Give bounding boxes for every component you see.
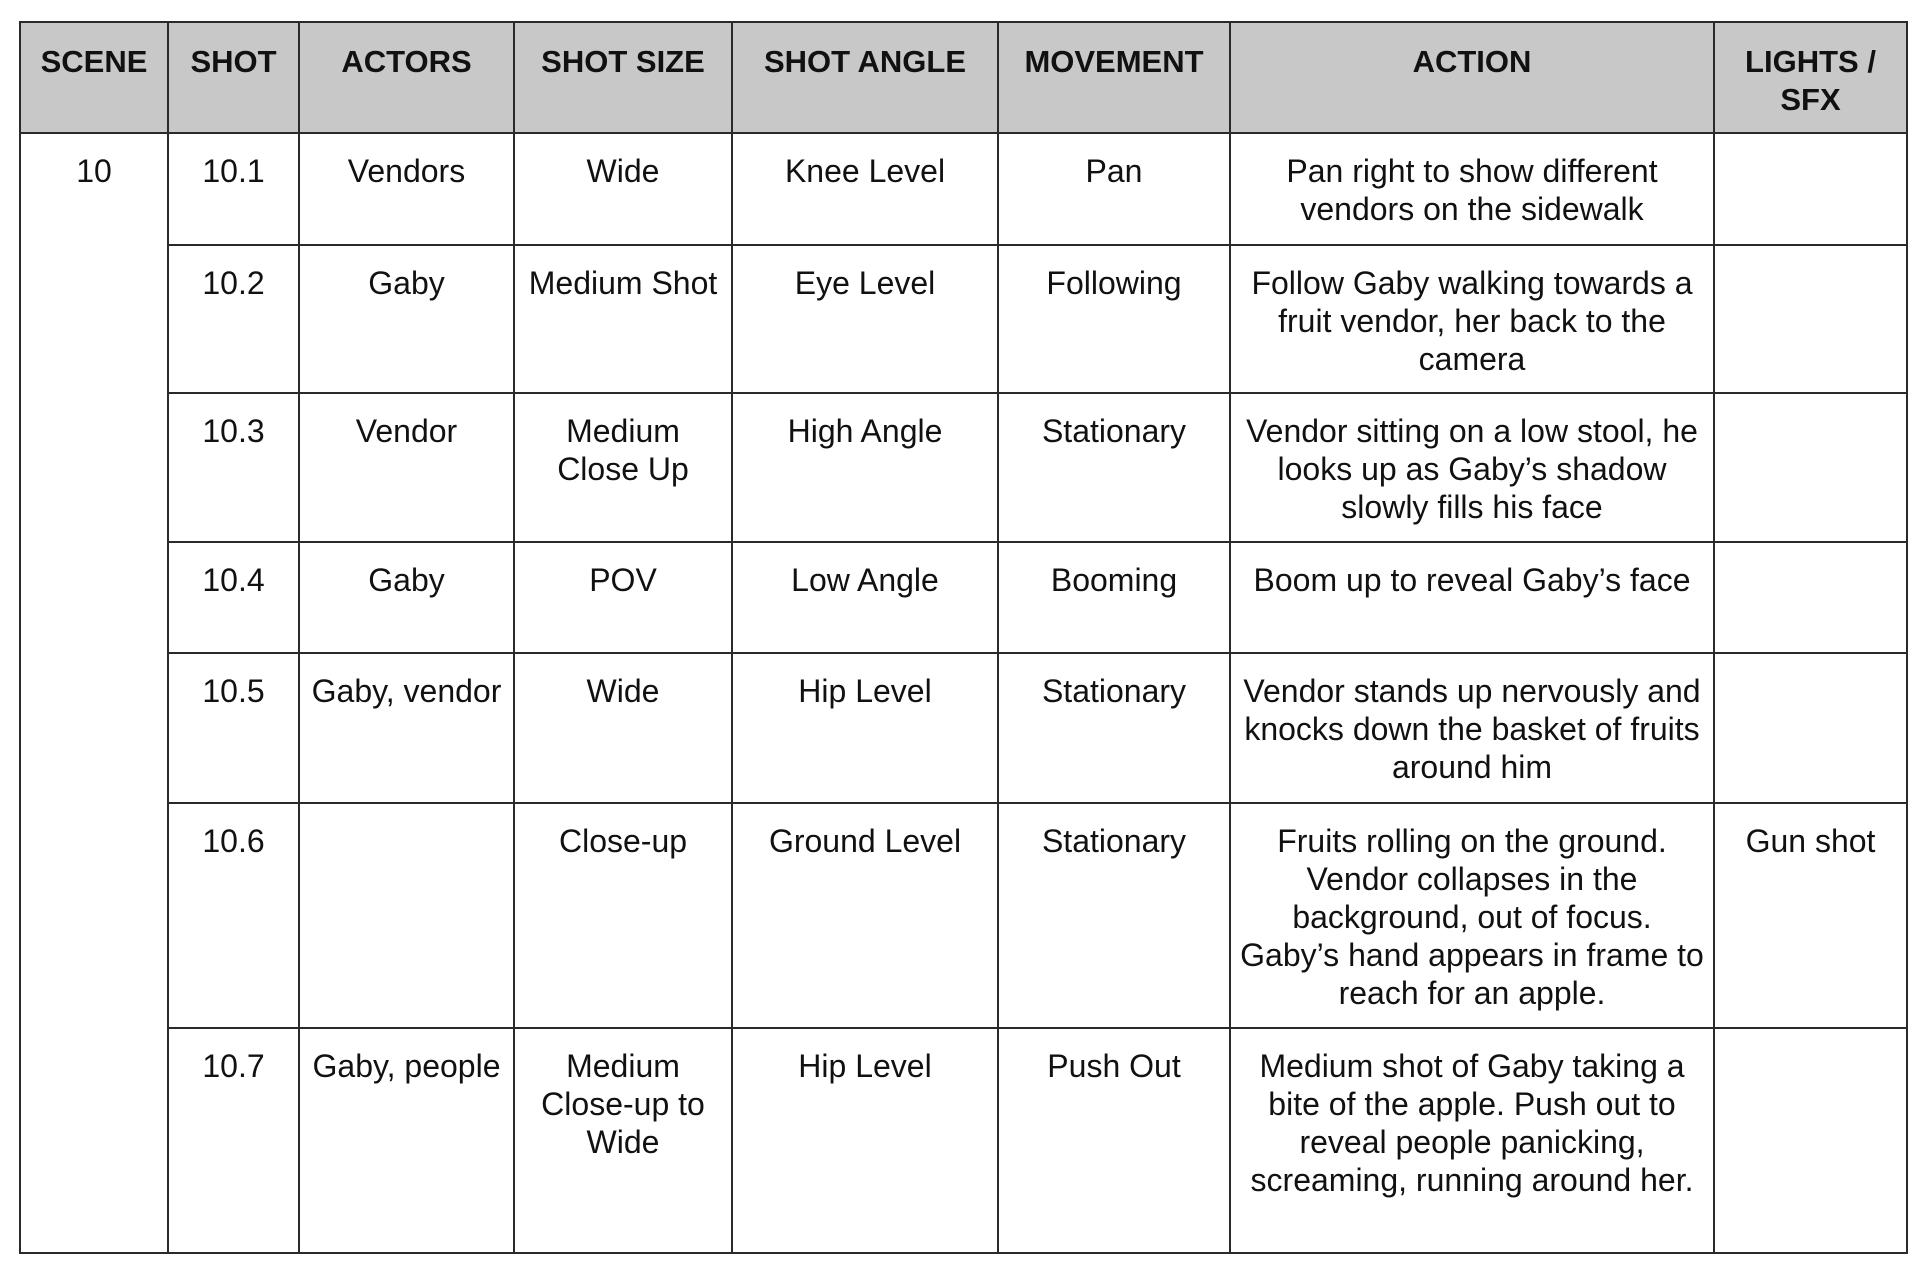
shot-cell: 10.2 <box>167 244 300 394</box>
table-row: 10 10.1 Vendors Wide Knee Level Pan Pan … <box>19 132 1908 1254</box>
action-cell: Boom up to reveal Gaby’s face <box>1229 541 1715 654</box>
table-row: 10.4 Gaby POV Low Angle Booming Boom up … <box>20 541 1908 654</box>
lights-sfx-cell <box>1713 244 1908 394</box>
table-row: 10.3 Vendor Medium Close Up High Angle S… <box>20 392 1908 543</box>
shot-angle-cell: Knee Level <box>731 132 999 246</box>
action-cell: Vendor sitting on a low stool, he looks … <box>1229 392 1715 543</box>
shot-cell: 10.5 <box>167 652 300 804</box>
shot-angle-cell: High Angle <box>731 392 999 543</box>
lights-sfx-cell <box>1713 1027 1908 1254</box>
shot-size-cell: Close-up <box>513 802 733 1029</box>
movement-cell: Stationary <box>997 652 1231 804</box>
shot-cell: 10.7 <box>167 1027 300 1254</box>
action-cell: Follow Gaby walking towards a fruit vend… <box>1229 244 1715 394</box>
lights-sfx-cell <box>1713 132 1908 246</box>
shot-angle-cell: Low Angle <box>731 541 999 654</box>
movement-cell: Push Out <box>997 1027 1231 1254</box>
actors-cell <box>298 802 515 1029</box>
movement-cell: Stationary <box>997 802 1231 1029</box>
header-lights-sfx: LIGHTS / SFX <box>1713 21 1908 134</box>
movement-cell: Booming <box>997 541 1231 654</box>
shot-size-cell: Medium Close-up to Wide <box>513 1027 733 1254</box>
shot-size-cell: Wide <box>513 652 733 804</box>
action-cell: Vendor stands up nervously and knocks do… <box>1229 652 1715 804</box>
lights-sfx-cell <box>1713 652 1908 804</box>
shot-cell: 10.4 <box>167 541 300 654</box>
lights-sfx-cell <box>1713 392 1908 543</box>
shot-size-cell: Wide <box>513 132 733 246</box>
shot-cell: 10.1 <box>167 132 300 246</box>
table-row: 10.5 Gaby, vendor Wide Hip Level Station… <box>20 652 1908 804</box>
header-shot-size: SHOT SIZE <box>513 21 733 134</box>
shot-angle-cell: Eye Level <box>731 244 999 394</box>
shot-angle-cell: Hip Level <box>731 652 999 804</box>
shot-cell: 10.3 <box>167 392 300 543</box>
actors-cell: Gaby, people <box>298 1027 515 1254</box>
scene-number: 10 <box>19 132 169 1254</box>
shot-list-table: SCENE SHOT ACTORS SHOT SIZE SHOT ANGLE M… <box>19 21 1908 1254</box>
shot-size-cell: Medium Shot <box>513 244 733 394</box>
lights-sfx-cell: Gun shot <box>1713 802 1908 1029</box>
header-actors: ACTORS <box>298 21 515 134</box>
movement-cell: Following <box>997 244 1231 394</box>
header-shot-angle: SHOT ANGLE <box>731 21 999 134</box>
table-row: 10.6 Close-up Ground Level Stationary Fr… <box>20 802 1908 1029</box>
action-cell: Fruits rolling on the ground. Vendor col… <box>1229 802 1715 1029</box>
header-movement: MOVEMENT <box>997 21 1231 134</box>
header-shot: SHOT <box>167 21 300 134</box>
header-action: ACTION <box>1229 21 1715 134</box>
table-row: 10.2 Gaby Medium Shot Eye Level Followin… <box>20 244 1908 394</box>
movement-cell: Stationary <box>997 392 1231 543</box>
shot-angle-cell: Ground Level <box>731 802 999 1029</box>
header-scene: SCENE <box>19 21 169 134</box>
action-cell: Pan right to show different vendors on t… <box>1229 132 1715 246</box>
shot-cell: 10.6 <box>167 802 300 1029</box>
actors-cell: Gaby <box>298 541 515 654</box>
shot-size-cell: POV <box>513 541 733 654</box>
actors-cell: Gaby <box>298 244 515 394</box>
shot-angle-cell: Hip Level <box>731 1027 999 1254</box>
movement-cell: Pan <box>997 132 1231 246</box>
actors-cell: Vendor <box>298 392 515 543</box>
lights-sfx-cell <box>1713 541 1908 654</box>
action-cell: Medium shot of Gaby taking a bite of the… <box>1229 1027 1715 1254</box>
actors-cell: Vendors <box>298 132 515 246</box>
shot-size-cell: Medium Close Up <box>513 392 733 543</box>
actors-cell: Gaby, vendor <box>298 652 515 804</box>
header-row: SCENE SHOT ACTORS SHOT SIZE SHOT ANGLE M… <box>19 21 1908 134</box>
table-row: 10.7 Gaby, people Medium Close-up to Wid… <box>20 1027 1908 1254</box>
